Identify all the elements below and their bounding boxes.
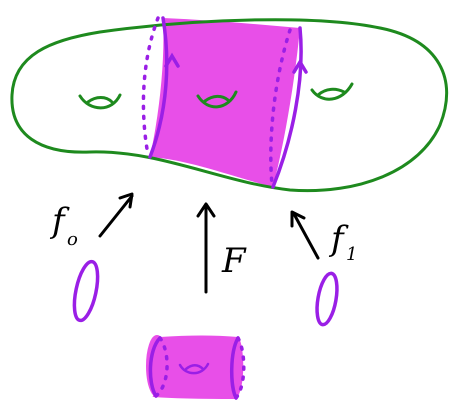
circle-f1-source	[314, 272, 341, 326]
handle-right-icon	[312, 84, 352, 99]
cobordism-source	[147, 336, 244, 398]
circle-f0-source	[70, 260, 102, 323]
label-F: F	[221, 241, 247, 281]
handle-left-icon	[80, 95, 120, 108]
label-f0-subscript: o	[67, 229, 78, 250]
arrow-F-icon	[198, 204, 214, 292]
arrow-f0-icon	[100, 194, 132, 236]
label-f1-subscript: 1	[346, 244, 357, 265]
arrow-f1-icon	[292, 212, 318, 258]
